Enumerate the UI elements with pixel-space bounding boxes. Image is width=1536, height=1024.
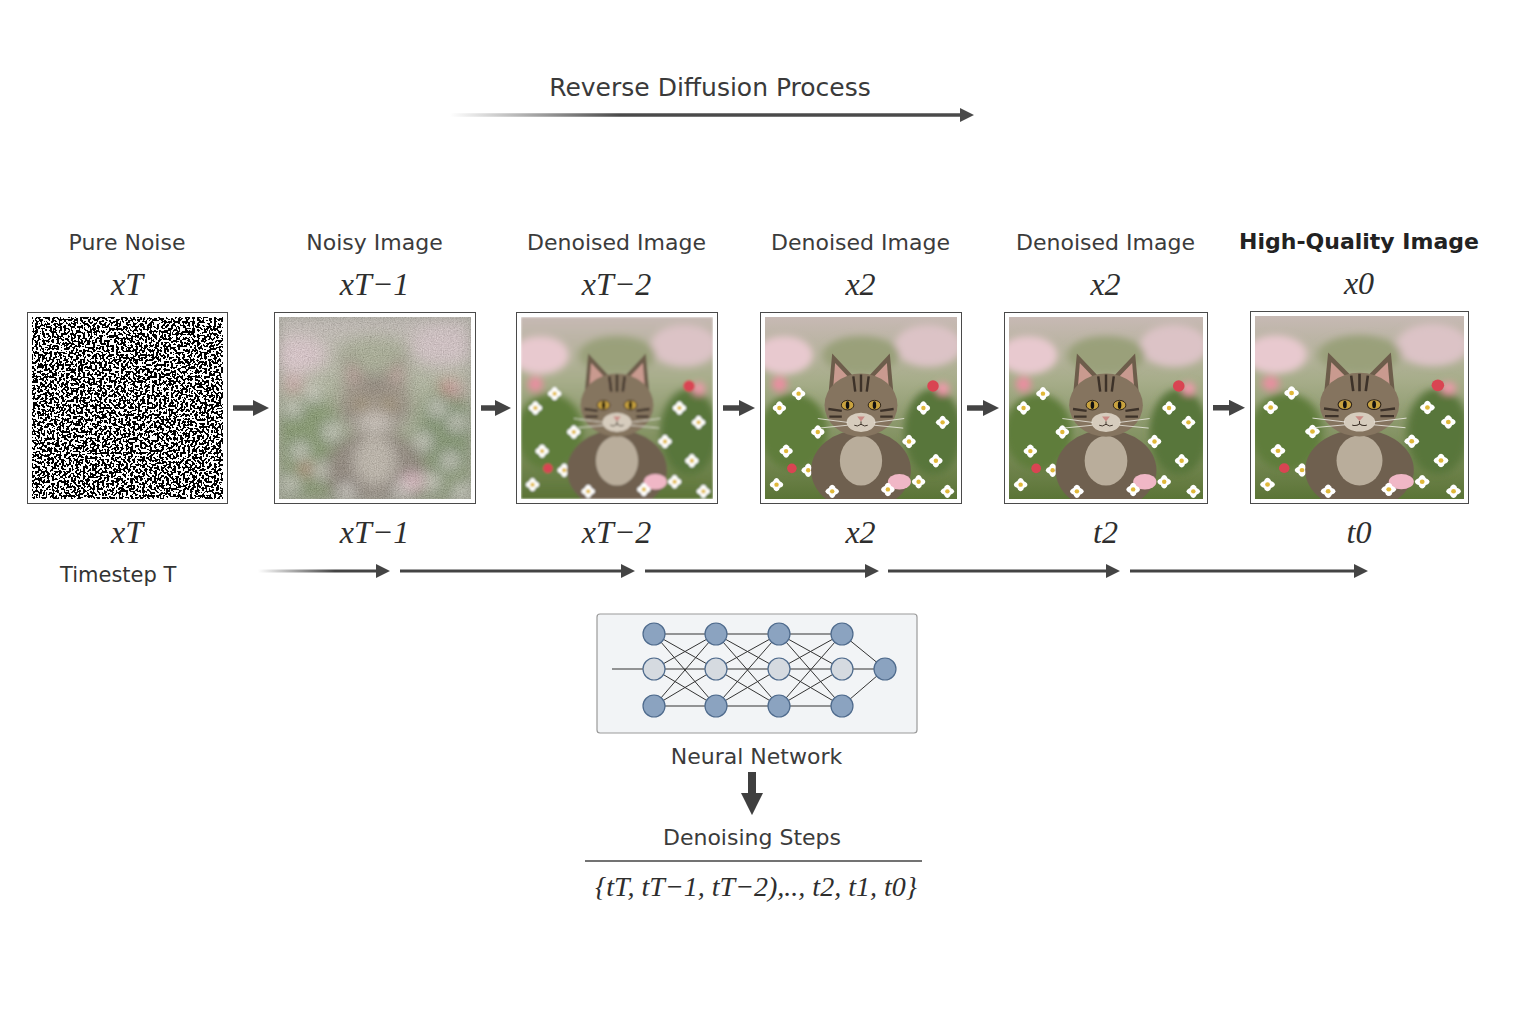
network-panel [597, 614, 917, 733]
image-panel: Noisy ImagexT−1xT−1 [274, 312, 476, 504]
noise-overlay [279, 317, 471, 499]
step-symbol: t0 [1347, 514, 1372, 551]
timeline-arrow [645, 570, 871, 573]
state-symbol: x0 [1344, 265, 1374, 302]
state-symbol: xT−1 [340, 266, 410, 303]
neuron [705, 623, 727, 645]
image-panel: Pure NoisexTxT [27, 312, 228, 504]
denoised-cat-image [521, 317, 713, 499]
state-symbol: x2 [1090, 266, 1120, 303]
step-symbol: x2 [845, 514, 875, 551]
neuron [643, 695, 665, 717]
cat-scene [521, 317, 713, 499]
cat-scene [279, 317, 471, 499]
image-panel: Denoised Imagex2x2 [760, 312, 962, 504]
neuron [831, 623, 853, 645]
step-arrow [481, 405, 503, 411]
steps-set: {tT, tT−1, tT−2),.., t2, t1, t0} [595, 871, 917, 903]
neuron [831, 658, 853, 680]
panel-heading: Denoised Image [771, 230, 950, 255]
step-symbol: xT−2 [582, 514, 652, 551]
steps-label: Denoising Steps [663, 825, 841, 850]
step-symbol: t2 [1093, 514, 1118, 551]
neuron [831, 695, 853, 717]
neuron [705, 658, 727, 680]
pure-noise-image [32, 317, 223, 499]
network-box: Neural Network [597, 614, 917, 733]
step-arrow [723, 405, 747, 411]
step-symbol: xT [111, 514, 143, 551]
timeline-arrow [258, 570, 382, 573]
final-cat-image [1245, 316, 1470, 511]
panel-heading: Denoised Image [527, 230, 706, 255]
panel-heading: Denoised Image [1016, 230, 1195, 255]
neuron [874, 658, 896, 680]
state-symbol: xT [111, 266, 143, 303]
neuron [768, 695, 790, 717]
step-arrow [233, 405, 261, 411]
step-arrow [967, 405, 991, 411]
neuron [768, 658, 790, 680]
separator-line [585, 860, 922, 862]
timeline-arrow [400, 570, 627, 573]
neuron [705, 695, 727, 717]
slightly-blurred-scene [521, 317, 713, 499]
panel-heading: High-Quality Image [1239, 229, 1479, 254]
state-symbol: x2 [845, 266, 875, 303]
network-neurons [643, 623, 896, 717]
denoised-cat-image [999, 317, 1208, 510]
timeline-arrow [1130, 570, 1360, 573]
image-panel: Denoised Imagex2t2 [1004, 312, 1208, 504]
image-panel: High-Quality Imagex0t0 [1250, 311, 1469, 504]
state-symbol: xT−2 [582, 266, 652, 303]
panel-heading: Noisy Image [306, 230, 442, 255]
panel-heading: Pure Noise [69, 230, 186, 255]
image-panel: Denoised ImagexT−2xT−2 [516, 312, 718, 504]
noisy-background [279, 317, 471, 499]
neuron [643, 658, 665, 680]
step-arrow [1213, 405, 1237, 411]
network-label: Neural Network [671, 744, 842, 769]
step-symbol: xT−1 [340, 514, 410, 551]
diagram-title: Reverse Diffusion Process [549, 73, 871, 102]
noisy-cat-image [279, 317, 471, 499]
timestep-label: Timestep T [60, 563, 176, 587]
neuron [643, 623, 665, 645]
blurred-scene [279, 317, 471, 499]
denoised-cat-image [755, 317, 961, 510]
down-arrow [748, 772, 756, 803]
timeline-arrow [888, 570, 1112, 573]
process-direction-arrow [450, 113, 966, 117]
neuron [768, 623, 790, 645]
